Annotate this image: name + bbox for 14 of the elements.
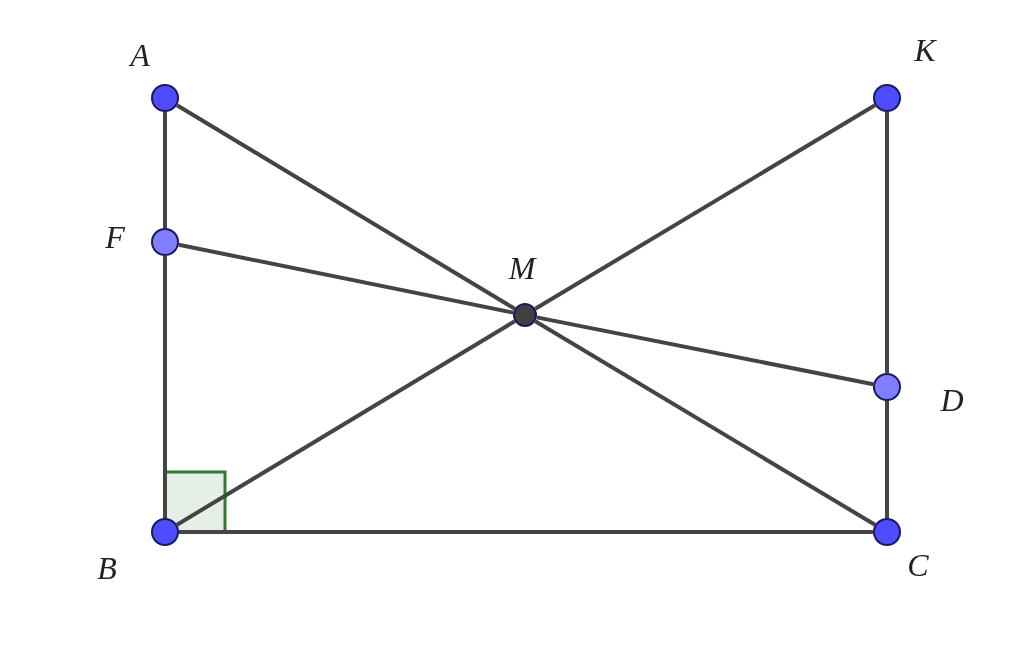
point-label: B bbox=[97, 552, 117, 584]
line-segment bbox=[163, 256, 167, 518]
line-segment bbox=[178, 242, 514, 315]
line-segment bbox=[536, 315, 874, 387]
point-label: A bbox=[130, 39, 150, 71]
point-label: K bbox=[914, 34, 936, 66]
line-segment bbox=[163, 112, 167, 228]
point-label: C bbox=[907, 549, 929, 581]
point-label: F bbox=[105, 221, 125, 253]
line-segment bbox=[179, 530, 873, 534]
line-segment bbox=[885, 112, 889, 373]
point-label: M bbox=[508, 252, 536, 284]
line-segment bbox=[885, 401, 889, 518]
point-label: D bbox=[940, 384, 964, 416]
